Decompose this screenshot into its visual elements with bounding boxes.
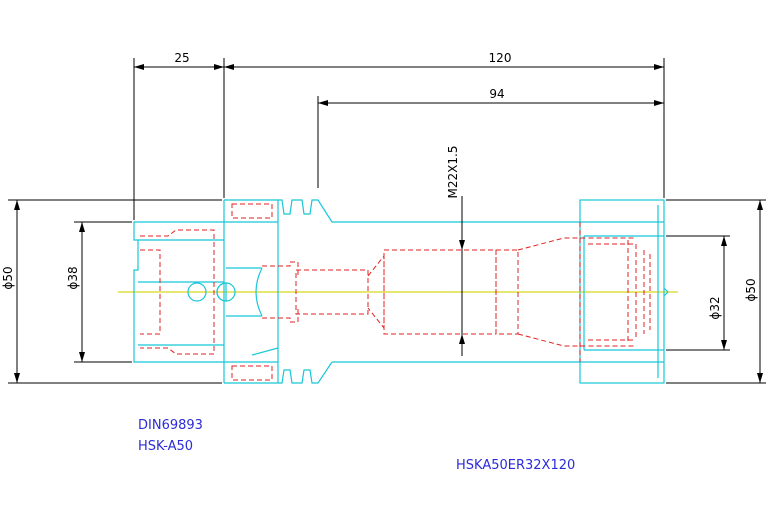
dimension-lines [8,58,766,384]
dim-dia-38: ϕ38 [66,266,80,289]
dim-dia-32: ϕ32 [708,296,722,319]
hsk-shank [133,221,236,363]
dim-94: 94 [489,87,504,101]
hidden-features [140,203,651,381]
standard-label: DIN69893 [138,418,203,433]
coolant-hole [187,282,207,302]
part-number-label: HSKA50ER32X120 [456,458,575,473]
dim-25: 25 [174,51,189,65]
dim-120: 120 [489,51,512,65]
dim-dia-50-right: ϕ50 [744,278,758,301]
collet-nut [579,199,669,384]
dim-thread: M22X1.5 [446,146,460,199]
interface-label: HSK-A50 [138,439,193,454]
dim-dia-50-left: ϕ50 [1,266,15,289]
flange-body [223,199,580,384]
